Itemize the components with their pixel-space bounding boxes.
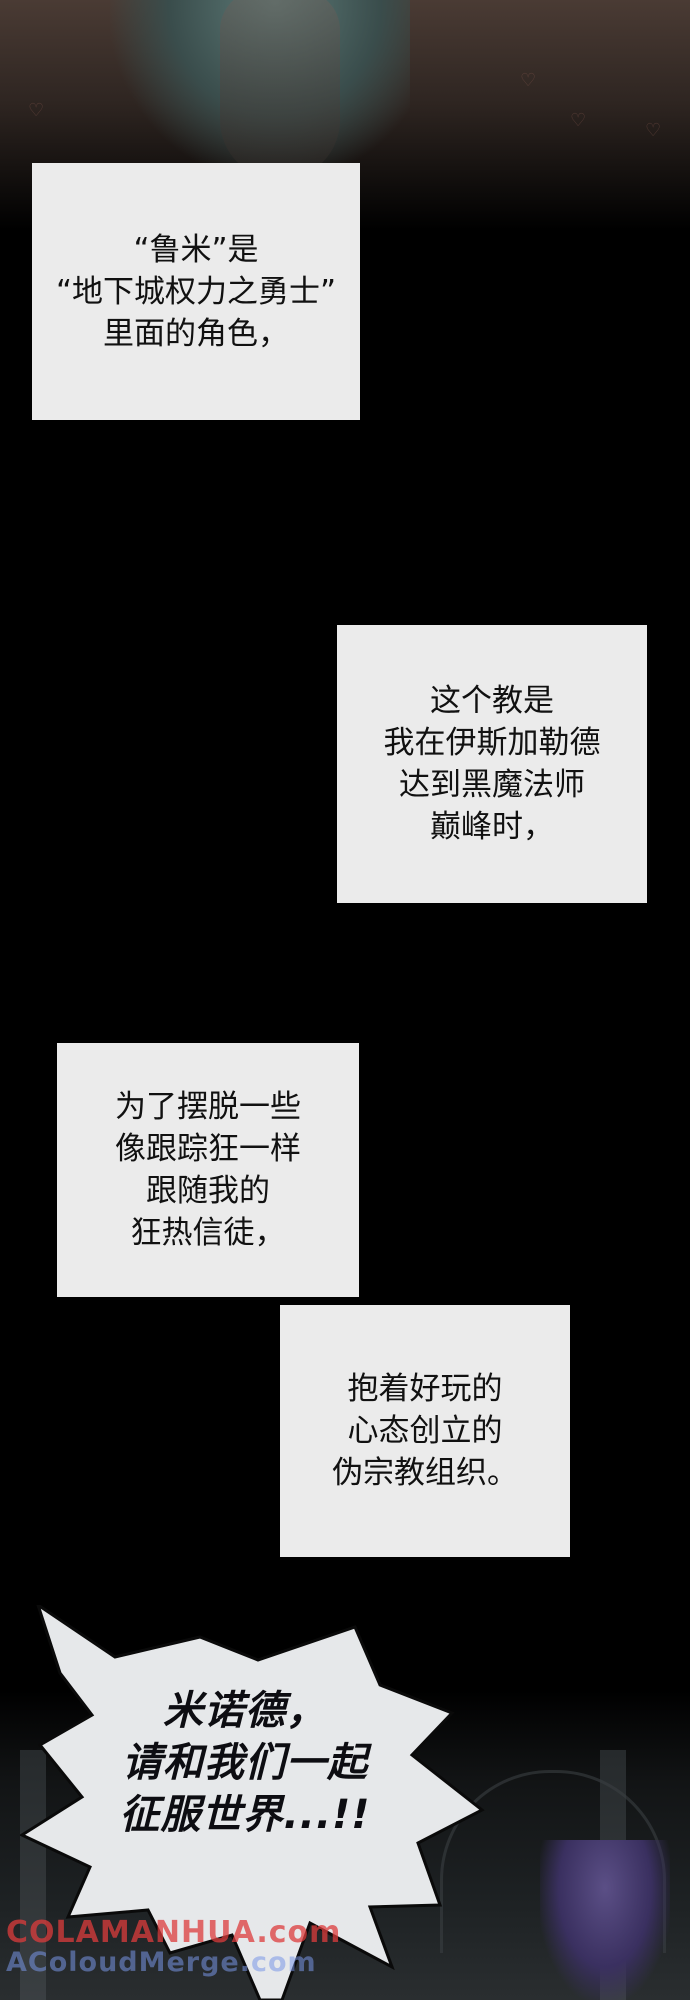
narration-box-4: 抱着好玩的 心态创立的 伪宗教组织。: [280, 1305, 570, 1557]
watermark: COLAMANHUA.com AColoudMerge.com: [6, 1918, 426, 1978]
speech-text: 米诺德， 请和我们一起 征服世界...!!: [119, 1688, 371, 1838]
burst-shape: [20, 1605, 485, 2000]
narration-box-1: “鲁米”是 “地下城权力之勇士” 里面的角色，: [32, 163, 360, 420]
robed-figure: [540, 1840, 670, 2000]
narration-text: 为了摆脱一些 像跟踪狂一样 跟随我的 狂热信徒，: [115, 1089, 301, 1251]
narration-text: 这个教是 我在伊斯加勒德 达到黑魔法师 巅峰时，: [383, 683, 601, 845]
pillar: [20, 1750, 46, 2000]
watermark-line-2: AColoudMerge.com: [6, 1947, 317, 1978]
speech-burst-bubble: 米诺德， 请和我们一起 征服世界...!!: [20, 1605, 490, 2000]
heart-icon: ♡: [28, 100, 45, 121]
narration-text: 抱着好玩的 心态创立的 伪宗教组织。: [332, 1371, 518, 1491]
watermark-line-1: COLAMANHUA.com: [6, 1915, 342, 1950]
heart-icon: ♡: [645, 120, 662, 141]
narration-box-2: 这个教是 我在伊斯加勒德 达到黑魔法师 巅峰时，: [337, 625, 647, 903]
character-leg: [220, 0, 340, 180]
heart-icon: ♡: [520, 70, 537, 91]
heart-icon: ♡: [570, 110, 587, 131]
narration-text: “鲁米”是 “地下城权力之勇士” 里面的角色，: [55, 231, 337, 352]
narration-box-3: 为了摆脱一些 像跟踪狂一样 跟随我的 狂热信徒，: [57, 1043, 359, 1297]
